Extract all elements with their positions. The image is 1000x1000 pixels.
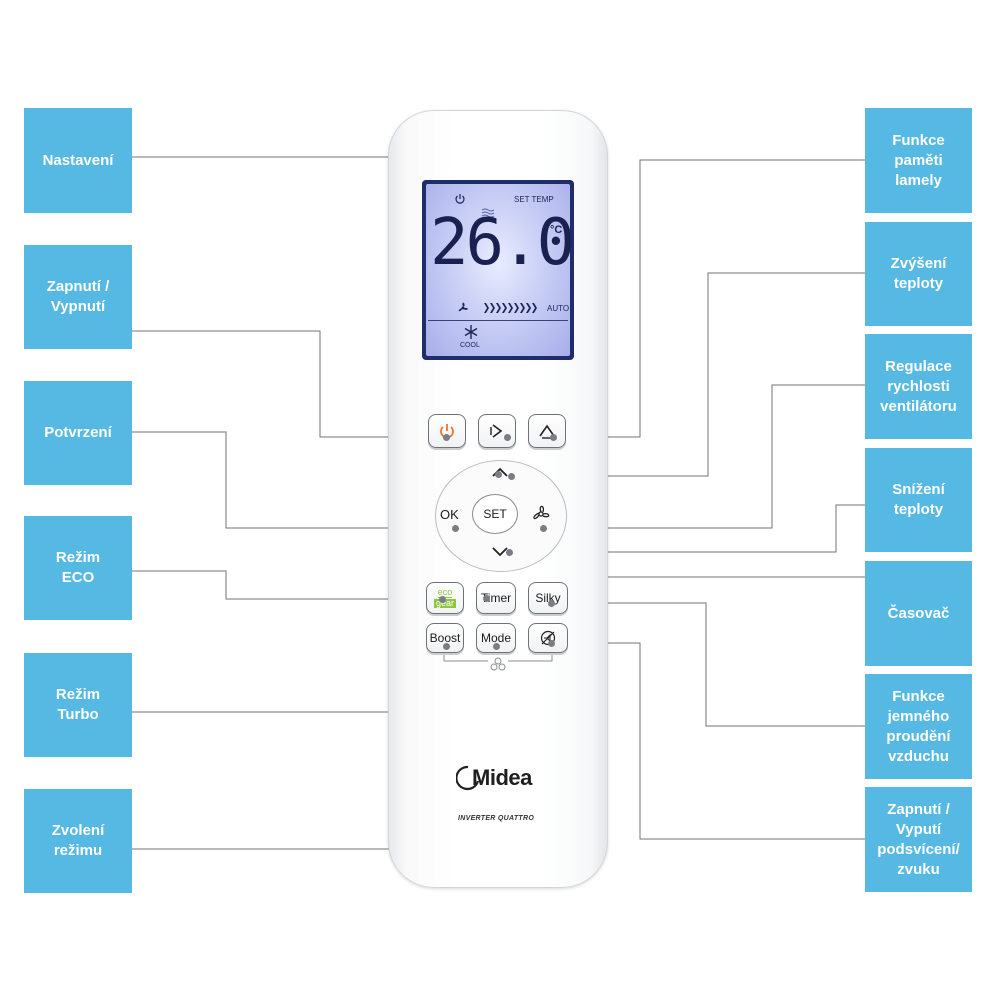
label-jemne-proudeni: Funkce jemného proudění vzduchu (865, 674, 972, 779)
power-button[interactable] (428, 414, 466, 448)
label-rezim-eco: Režim ECO (24, 516, 132, 620)
dot-swing-vertical (550, 434, 557, 441)
dot-silky (548, 600, 555, 607)
brand-logo: Midea (456, 765, 532, 791)
set-button[interactable]: SET (472, 494, 518, 534)
dot-eco (439, 596, 446, 603)
swing-vertical-button[interactable] (528, 414, 566, 448)
lcd-fan-mode: AUTO (547, 304, 569, 313)
lcd-screen: SET TEMP 26.0 °C AUTO (422, 180, 574, 360)
dot-swing-center (495, 471, 502, 478)
fan-speed-icon[interactable] (530, 503, 552, 525)
dot-fan (540, 525, 547, 532)
brand-model: INVERTER QUATTRO (458, 815, 534, 822)
dot-ok (452, 525, 459, 532)
lcd-mode: COOL (460, 342, 480, 349)
dot-timer (483, 595, 490, 602)
silky-button[interactable]: Silky (528, 582, 568, 614)
lcd-unit: °C (550, 224, 562, 236)
label-regulace-ventilatoru: Regulace rychlosti ventilátoru (865, 334, 972, 439)
label-rezim-turbo: Režim Turbo (24, 653, 132, 757)
combo-bracket (442, 655, 554, 675)
dot-power (443, 434, 450, 441)
label-casovac: Časovač (865, 561, 972, 666)
label-zvyseni-teploty: Zvýšení teploty (865, 222, 972, 326)
lcd-temperature: 26.0 (430, 211, 572, 275)
brand-name: Midea (472, 765, 532, 791)
label-zvoleni-rezimu: Zvolení režimu (24, 789, 132, 893)
lcd-fan-speed-bars (484, 303, 544, 313)
lcd-set-temp: SET TEMP (514, 195, 554, 204)
label-funkce-pameti-lamely: Funkce paměti lamely (865, 108, 972, 213)
label-snizeni-teploty: Snížení teploty (865, 448, 972, 552)
ok-button[interactable]: OK (440, 507, 459, 522)
lcd-cool-icon (463, 324, 479, 340)
backlight-sound-button[interactable] (528, 623, 568, 653)
lcd-power-icon (454, 193, 466, 205)
set-label: SET (483, 507, 506, 521)
dot-boost (443, 643, 450, 650)
lcd-fan-icon (456, 301, 470, 315)
dot-temp-up (508, 473, 515, 480)
swing-memory-button[interactable] (478, 414, 516, 448)
dot-mode (493, 643, 500, 650)
dot-temp-down (506, 549, 513, 556)
lcd-divider (428, 320, 568, 321)
label-nastaveni: Nastavení (24, 108, 132, 213)
label-podsviceni-zvuku: Zapnutí / Vyputí podsvícení/ zvuku (865, 787, 972, 892)
dot-swing-memory (504, 434, 511, 441)
label-potvrzeni: Potvrzení (24, 381, 132, 485)
label-zapnuti-vypnuti: Zapnutí / Vypnutí (24, 245, 132, 349)
dot-backlight (548, 640, 555, 647)
